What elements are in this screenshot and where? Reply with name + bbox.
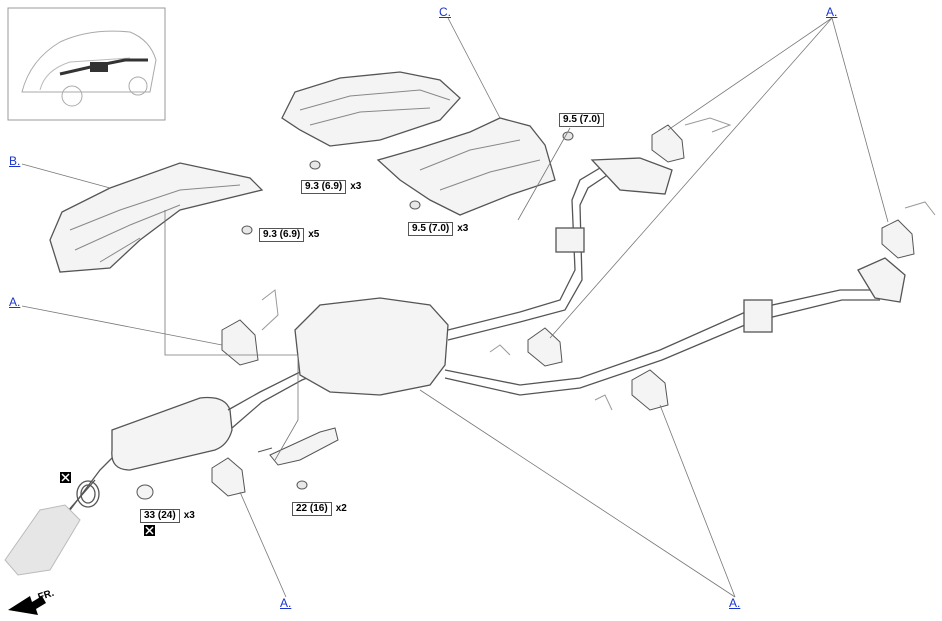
callout-a-top-right[interactable]: A. [826, 5, 838, 19]
front-direction-arrow-icon [8, 596, 46, 615]
torque-spec: 9.5 (7.0)x3 [408, 222, 468, 236]
callout-b[interactable]: B. [9, 154, 21, 168]
catalytic-converter [4, 504, 81, 576]
exhaust-pipe-assembly [29, 157, 906, 549]
heat-shield-c-upper [281, 71, 461, 147]
torque-spec: 9.3 (6.9)x3 [301, 180, 361, 194]
callout-a-left[interactable]: A. [9, 295, 21, 309]
callout-c[interactable]: C. [439, 5, 451, 19]
bolt-icons [241, 131, 574, 490]
torque-value: 33 (24) [140, 509, 180, 523]
rubber-hanger-left [221, 289, 279, 366]
leader-lines [21, 17, 889, 598]
vehicle-locator-inset [7, 7, 166, 121]
muffler-bracket [257, 427, 339, 466]
flange-nut [136, 484, 154, 500]
rubber-hanger-right-lower [594, 369, 669, 411]
callout-a-bottom-left[interactable]: A. [280, 596, 292, 610]
replace-part-icon [60, 472, 71, 483]
torque-value: 22 (16) [292, 502, 332, 516]
torque-qty: x3 [350, 181, 362, 192]
torque-qty: x3 [457, 223, 469, 234]
torque-value: 9.3 (6.9) [259, 228, 305, 242]
torque-spec: 9.5 (7.0) [559, 113, 605, 127]
replace-part-icon [144, 525, 155, 536]
callout-a-bottom-right[interactable]: A. [729, 596, 741, 610]
torque-value: 9.3 (6.9) [301, 180, 347, 194]
torque-qty: x2 [335, 503, 347, 514]
gasket [76, 480, 100, 508]
rubber-hanger-center [489, 327, 563, 367]
rubber-hanger-top-right [651, 117, 732, 163]
torque-spec: 9.3 (6.9)x5 [259, 228, 319, 242]
torque-spec: 33 (24)x3 [140, 509, 195, 523]
heat-shield-b [49, 162, 264, 273]
rubber-hanger-bottom-left [211, 457, 246, 497]
torque-value: 9.5 (7.0) [559, 113, 605, 127]
torque-value: 9.5 (7.0) [408, 222, 454, 236]
rubber-hanger-far-right [881, 201, 936, 259]
torque-qty: x3 [183, 510, 195, 521]
heat-shield-c-lower [376, 117, 556, 216]
torque-qty: x5 [308, 229, 320, 240]
torque-spec: 22 (16)x2 [292, 502, 347, 516]
